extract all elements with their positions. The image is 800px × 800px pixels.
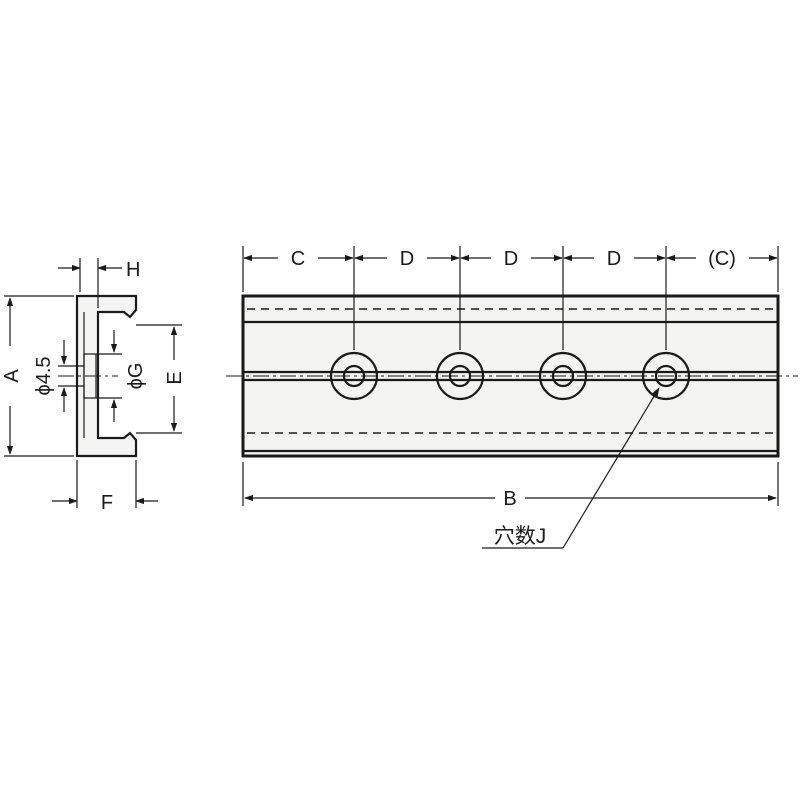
mounting-hole-2 <box>435 351 485 401</box>
dim-label-c-paren: (C) <box>708 248 736 270</box>
mounting-hole-3 <box>538 351 588 401</box>
top-dimension-chain: C D D D (C) <box>242 246 779 350</box>
dim-label-phi45: ϕ4.5 <box>33 356 55 395</box>
side-view: H A ϕ4.5 ϕG E F <box>1 258 186 514</box>
dim-label-a: A <box>1 369 23 383</box>
dim-label-f: F <box>101 492 113 514</box>
hole-count-callout: 穴数J <box>482 387 660 549</box>
dim-label-phig: ϕG <box>125 363 147 390</box>
dim-label-d2: D <box>504 248 518 270</box>
dim-label-h: H <box>126 259 140 281</box>
hole-count-label: 穴数J <box>494 525 547 548</box>
dim-label-d1: D <box>400 248 414 270</box>
leader-line <box>562 387 660 549</box>
mounting-hole-4 <box>641 351 691 401</box>
dim-label-e: E <box>164 371 186 384</box>
dim-label-c: C <box>291 248 305 270</box>
dim-label-d3: D <box>607 248 621 270</box>
channel-profile <box>75 294 138 458</box>
front-view <box>226 294 798 458</box>
mounting-hole-1 <box>329 351 379 401</box>
hole-group <box>329 351 691 401</box>
overall-length-dimension: B <box>242 462 779 510</box>
dim-label-b: B <box>503 488 516 510</box>
